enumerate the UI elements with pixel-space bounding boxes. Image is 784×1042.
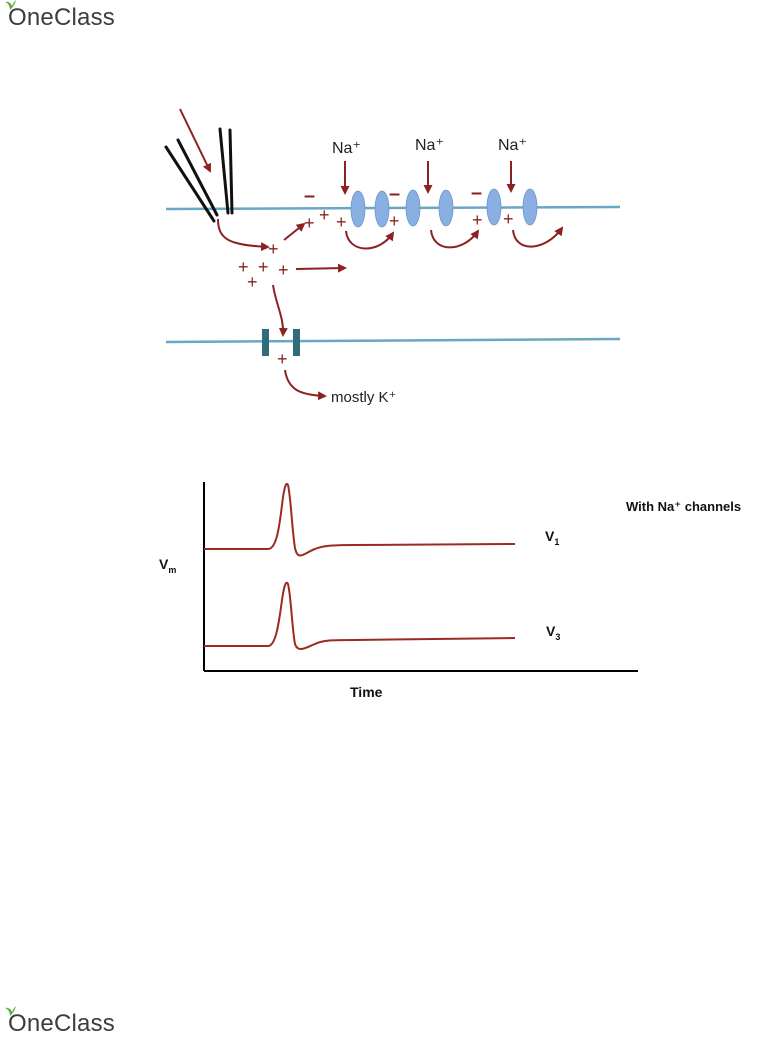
na-label-3: Na⁺ [498, 137, 527, 154]
k-label: mostly K⁺ [331, 389, 396, 406]
axon-diagram: Na⁺ Na⁺ Na⁺ – – – + + + + + + + + + + + … [150, 95, 630, 425]
plus-sign: + [268, 239, 279, 259]
electrode [166, 129, 232, 221]
plus-sign: + [247, 272, 258, 292]
brand-name: OneClass [8, 4, 115, 32]
plus-sign: + [278, 260, 289, 280]
minus-sign: – [389, 183, 400, 205]
brand-logo-bottom: OneClass [0, 1006, 140, 1042]
na-label-1: Na⁺ [332, 140, 361, 157]
na-label-2: Na⁺ [415, 137, 444, 154]
plus-sign: + [277, 349, 288, 369]
plus-sign: + [389, 211, 400, 231]
plus-sign: + [258, 257, 269, 277]
injection-arrow [180, 109, 210, 171]
plus-sign: + [304, 213, 315, 233]
trace-v1 [204, 484, 515, 556]
y-axis-label: Vm [159, 556, 176, 575]
trace-label-v3: V3 [546, 623, 560, 642]
chart-title: With Na⁺ channels [626, 499, 741, 514]
brand-name: OneClass [8, 1010, 115, 1038]
lower-membrane [166, 339, 620, 342]
minus-sign: – [471, 182, 482, 204]
plus-sign: + [472, 210, 483, 230]
plus-sign: + [503, 209, 514, 229]
minus-sign: – [304, 185, 315, 207]
vm-chart: With Na⁺ channels Vm Time V1 V3 [140, 470, 770, 705]
plus-sign: + [336, 212, 347, 232]
x-axis-label: Time [350, 684, 383, 700]
upper-membrane [166, 207, 620, 209]
plus-signs: + + + + + + + + + + + + [238, 205, 514, 369]
y-axis-label-sub: m [168, 565, 176, 575]
minus-signs: – – – [304, 182, 482, 207]
plus-sign: + [319, 205, 330, 225]
trace-v3 [204, 583, 515, 649]
brand-logo-top: OneClass [0, 0, 140, 36]
na-influx-arrows [345, 161, 511, 193]
trace-label-v1: V1 [545, 528, 559, 547]
